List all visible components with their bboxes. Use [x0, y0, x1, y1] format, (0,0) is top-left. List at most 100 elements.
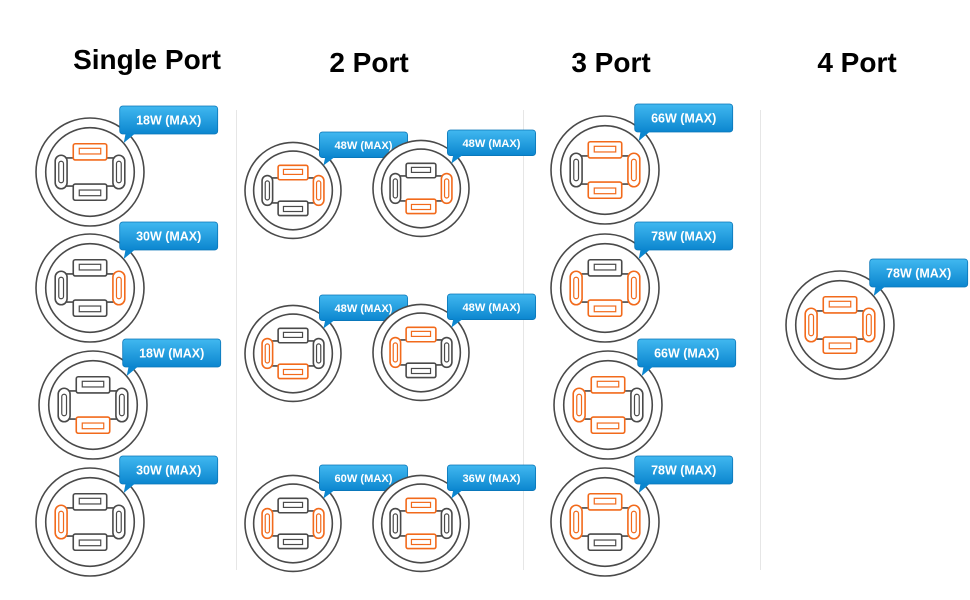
center-panel	[269, 339, 317, 367]
left-typec-port	[57, 387, 71, 423]
left-typec-port	[261, 507, 274, 539]
top-usb-slot	[410, 501, 432, 508]
bottom-usb-slot	[78, 189, 102, 197]
left-typec-port	[54, 270, 68, 306]
power-badge: 60W (MAX)	[318, 464, 409, 499]
right-typec-slot	[630, 158, 637, 182]
column-divider	[523, 110, 524, 570]
charger-port-diagram: 78W (MAX)	[785, 258, 969, 380]
badge-background	[119, 455, 219, 485]
charger-port-diagram: 78W (MAX)	[550, 221, 734, 343]
center-panel	[397, 174, 445, 202]
power-badge: 48W (MAX)	[446, 129, 537, 164]
top-usb-port	[405, 326, 437, 343]
top-usb-slot	[596, 380, 620, 388]
center-panel	[63, 273, 117, 303]
right-typec-port	[312, 507, 325, 539]
right-typec-slot	[443, 177, 450, 199]
power-label: 48W (MAX)	[462, 301, 520, 313]
power-label: 36W (MAX)	[462, 472, 520, 484]
top-usb-slot	[78, 497, 102, 505]
left-typec-port	[54, 154, 68, 190]
bottom-usb-port	[72, 299, 108, 318]
badge-pointer	[323, 319, 336, 329]
bottom-usb-slot	[78, 305, 102, 313]
left-typec-slot	[392, 341, 399, 363]
bottom-usb-port	[72, 533, 108, 552]
badge-pointer	[451, 318, 464, 328]
bottom-usb-port	[75, 416, 111, 435]
center-panel	[578, 155, 632, 185]
right-typec-slot	[865, 313, 872, 337]
top-usb-port	[75, 375, 111, 394]
right-typec-port	[440, 507, 453, 539]
badge-background	[119, 105, 219, 135]
power-badge: 78W (MAX)	[634, 221, 734, 260]
left-typec-slot	[392, 512, 399, 534]
badge-pointer	[638, 483, 651, 494]
bottom-usb-port	[587, 533, 623, 552]
charger-port-diagram: 66W (MAX)	[550, 103, 734, 225]
center-panel	[269, 176, 317, 204]
bottom-usb-slot	[282, 538, 304, 545]
right-typec-slot	[630, 510, 637, 534]
left-typec-port	[261, 174, 274, 206]
center-panel	[813, 310, 867, 340]
right-typec-slot	[630, 276, 637, 300]
top-usb-slot	[593, 263, 617, 271]
right-typec-slot	[443, 341, 450, 363]
top-usb-slot	[78, 147, 102, 155]
bottom-usb-slot	[410, 367, 432, 374]
bottom-usb-port	[590, 416, 626, 435]
left-typec-port	[569, 504, 583, 540]
column-title-2-port: 2 Port	[329, 47, 409, 78]
power-badge: 78W (MAX)	[869, 258, 969, 297]
left-typec-slot	[264, 342, 271, 364]
badge-background	[446, 464, 537, 491]
right-typec-port	[115, 387, 129, 423]
top-usb-slot	[78, 263, 102, 271]
right-typec-port	[627, 504, 641, 540]
bottom-usb-slot	[81, 422, 105, 430]
power-badge: 48W (MAX)	[446, 293, 537, 328]
charger-port-diagram: 48W (MAX)	[244, 131, 409, 239]
left-typec-port	[54, 504, 68, 540]
top-usb-slot	[81, 380, 105, 388]
power-label: 60W (MAX)	[334, 472, 392, 484]
power-label: 48W (MAX)	[462, 137, 520, 149]
right-typec-slot	[633, 393, 640, 417]
bottom-usb-port	[405, 197, 437, 214]
bottom-usb-port	[405, 361, 437, 378]
right-typec-port	[440, 172, 453, 204]
left-typec-port	[389, 336, 402, 368]
top-usb-slot	[593, 497, 617, 505]
power-badge: 36W (MAX)	[446, 464, 537, 499]
right-typec-port	[112, 270, 126, 306]
top-usb-port	[405, 497, 437, 514]
right-typec-slot	[115, 276, 122, 300]
top-usb-slot	[593, 145, 617, 153]
power-badge: 66W (MAX)	[637, 338, 737, 377]
badge-background	[634, 455, 734, 485]
power-label: 66W (MAX)	[651, 112, 716, 126]
right-typec-slot	[115, 510, 122, 534]
badge-pointer	[451, 154, 464, 164]
left-typec-slot	[808, 313, 815, 337]
badge-background	[634, 221, 734, 251]
right-typec-port	[312, 337, 325, 369]
top-usb-port	[72, 142, 108, 161]
bottom-usb-slot	[410, 203, 432, 210]
badge-pointer	[638, 131, 651, 142]
top-usb-slot	[410, 330, 432, 337]
charger-port-diagram: 48W (MAX)	[372, 129, 537, 237]
bottom-usb-slot	[78, 539, 102, 547]
power-badge: 78W (MAX)	[634, 455, 734, 494]
left-typec-port	[569, 152, 583, 188]
power-label: 78W (MAX)	[651, 464, 716, 478]
left-typec-slot	[58, 510, 65, 534]
top-usb-port	[587, 492, 623, 511]
charger-port-diagram: 48W (MAX)	[244, 294, 409, 402]
bottom-usb-port	[587, 181, 623, 200]
charger-port-diagram: 48W (MAX)	[372, 293, 537, 401]
top-usb-port	[822, 295, 858, 314]
